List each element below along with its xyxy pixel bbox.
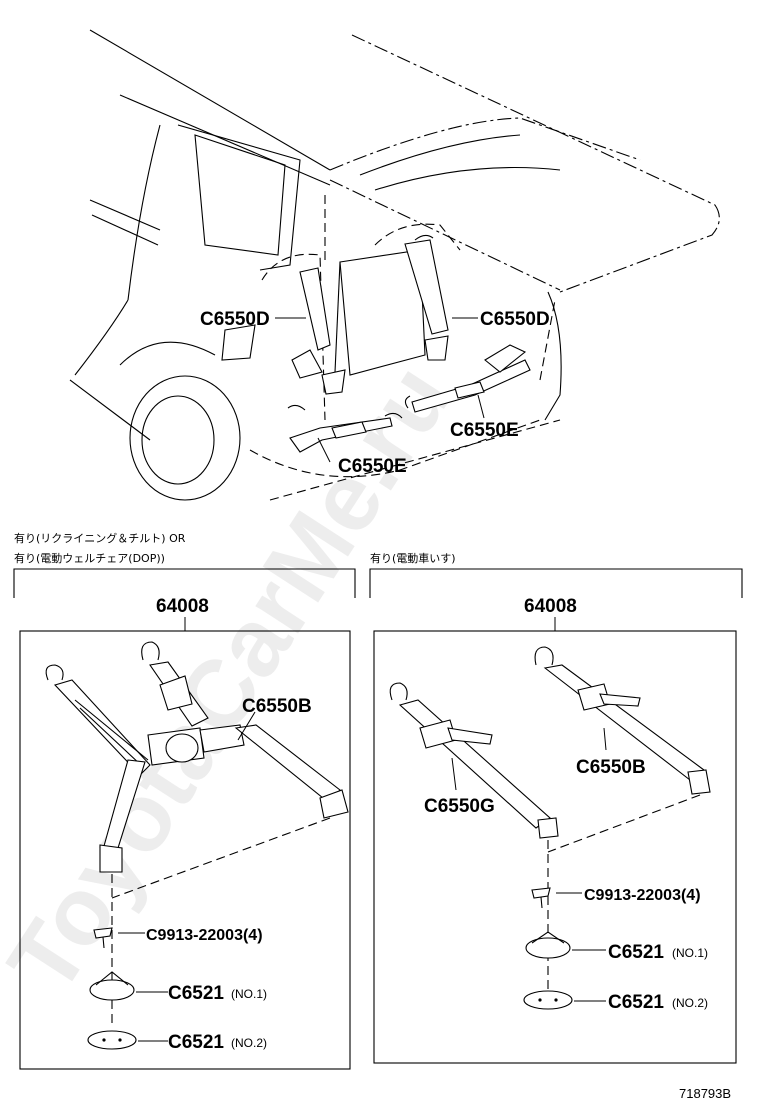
right-label-c6521-no1: C6521 xyxy=(608,942,664,963)
left-condition-line1: 有り(リクライニング＆チルト) OR xyxy=(14,531,186,545)
right-base-no2-icon xyxy=(523,990,573,1010)
watermark: ToyotaCarMe.ru xyxy=(0,346,472,1011)
left-base-no2-icon xyxy=(87,1030,137,1050)
left-label-c6521-no2: C6521 xyxy=(168,1032,224,1053)
label-c6550e-right: C6550E xyxy=(450,420,519,441)
right-label-c6550b: C6550B xyxy=(576,757,646,778)
right-label-c6521-no1-note: (NO.1) xyxy=(672,946,708,960)
left-label-c6521-no1-note: (NO.1) xyxy=(231,987,267,1001)
right-assembly-number: 64008 xyxy=(524,596,577,617)
figure-id: 718793B xyxy=(679,1086,731,1101)
right-label-c6521-no2-note: (NO.2) xyxy=(672,996,708,1010)
right-condition-line1: 有り(電動車いす) xyxy=(370,551,456,565)
label-c6550d-left: C6550D xyxy=(200,309,270,330)
left-label-c6550b: C6550B xyxy=(242,696,312,717)
left-label-screw: C9913-22003(4) xyxy=(146,927,263,944)
right-label-c6521-no2: C6521 xyxy=(608,992,664,1013)
right-base-no1-icon xyxy=(525,931,571,959)
left-label-c6521-no1: C6521 xyxy=(168,983,224,1004)
right-group-bracket xyxy=(369,568,743,598)
right-label-screw: C9913-22003(4) xyxy=(584,887,701,904)
vehicle-rear-illustration xyxy=(69,29,720,501)
left-assembly-number: 64008 xyxy=(156,596,209,617)
left-strap-assembly xyxy=(45,641,349,1025)
label-c6550d-right: C6550D xyxy=(480,309,550,330)
label-c6550e-left: C6550E xyxy=(338,456,407,477)
right-panel-frame xyxy=(373,630,737,1064)
right-screw-icon xyxy=(531,887,551,909)
left-panel-frame xyxy=(19,630,351,1070)
left-group-bracket xyxy=(13,568,356,598)
left-label-c6521-no2-note: (NO.2) xyxy=(231,1036,267,1050)
right-label-c6550g: C6550G xyxy=(424,796,495,817)
left-condition-line2: 有り(電動ウェルチェア(DOP)) xyxy=(14,551,165,565)
right-strap-assembly xyxy=(389,646,711,990)
left-base-no1-icon xyxy=(89,971,135,1001)
left-screw-icon xyxy=(93,927,113,949)
